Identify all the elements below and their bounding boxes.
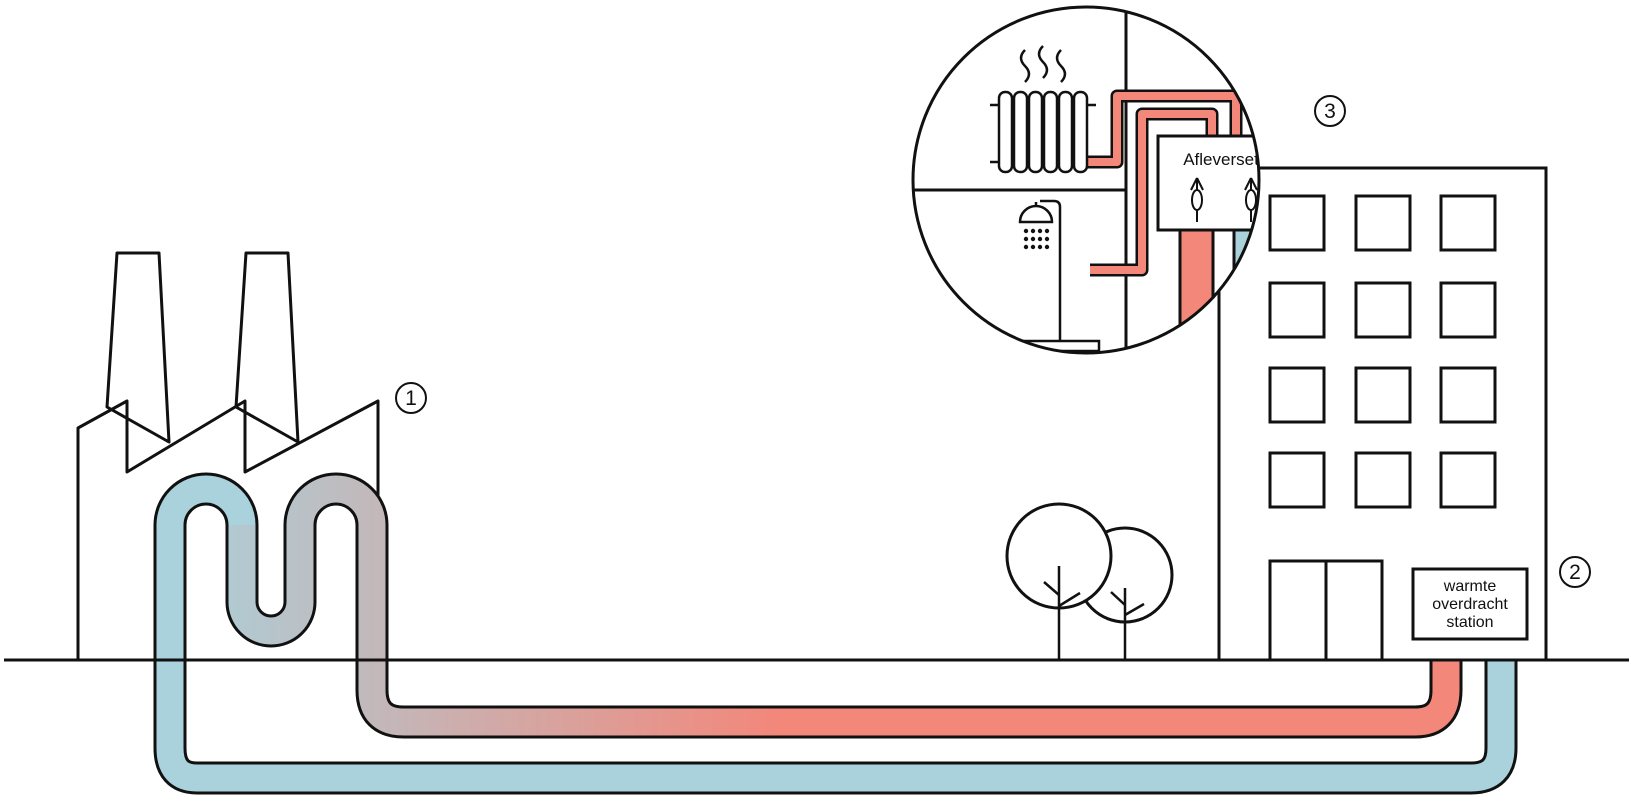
svg-text:1: 1 [405, 387, 417, 410]
marker-2: 2 [1559, 556, 1591, 588]
tree-icon [1005, 502, 1113, 660]
marker-1: 1 [395, 382, 427, 414]
pipe-network [153, 472, 1518, 795]
svg-text:2: 2 [1569, 561, 1581, 584]
station-label-line3: station [1446, 614, 1493, 631]
marker-3: 3 [1314, 95, 1346, 127]
station-label-line2: overdracht [1432, 596, 1508, 613]
building-windows [1268, 194, 1497, 509]
detail-zoom-circle: Afleverset [911, 5, 1261, 355]
svg-text:3: 3 [1324, 100, 1336, 123]
shower-icon [1018, 199, 1101, 353]
delivery-set-box [1156, 134, 1259, 232]
trees [1005, 502, 1174, 660]
building-door [1268, 559, 1384, 662]
tap-icon [1190, 177, 1204, 222]
heat-transfer-station: warmte overdracht station [1411, 567, 1529, 641]
radiator-icon [990, 45, 1096, 174]
factory-chimney-right [234, 251, 300, 444]
tap-icon [1244, 177, 1258, 222]
factory-chimney-left [105, 251, 171, 444]
station-label-line1: warmte [1443, 578, 1497, 595]
delivery-set-label: Afleverset [1183, 150, 1259, 169]
